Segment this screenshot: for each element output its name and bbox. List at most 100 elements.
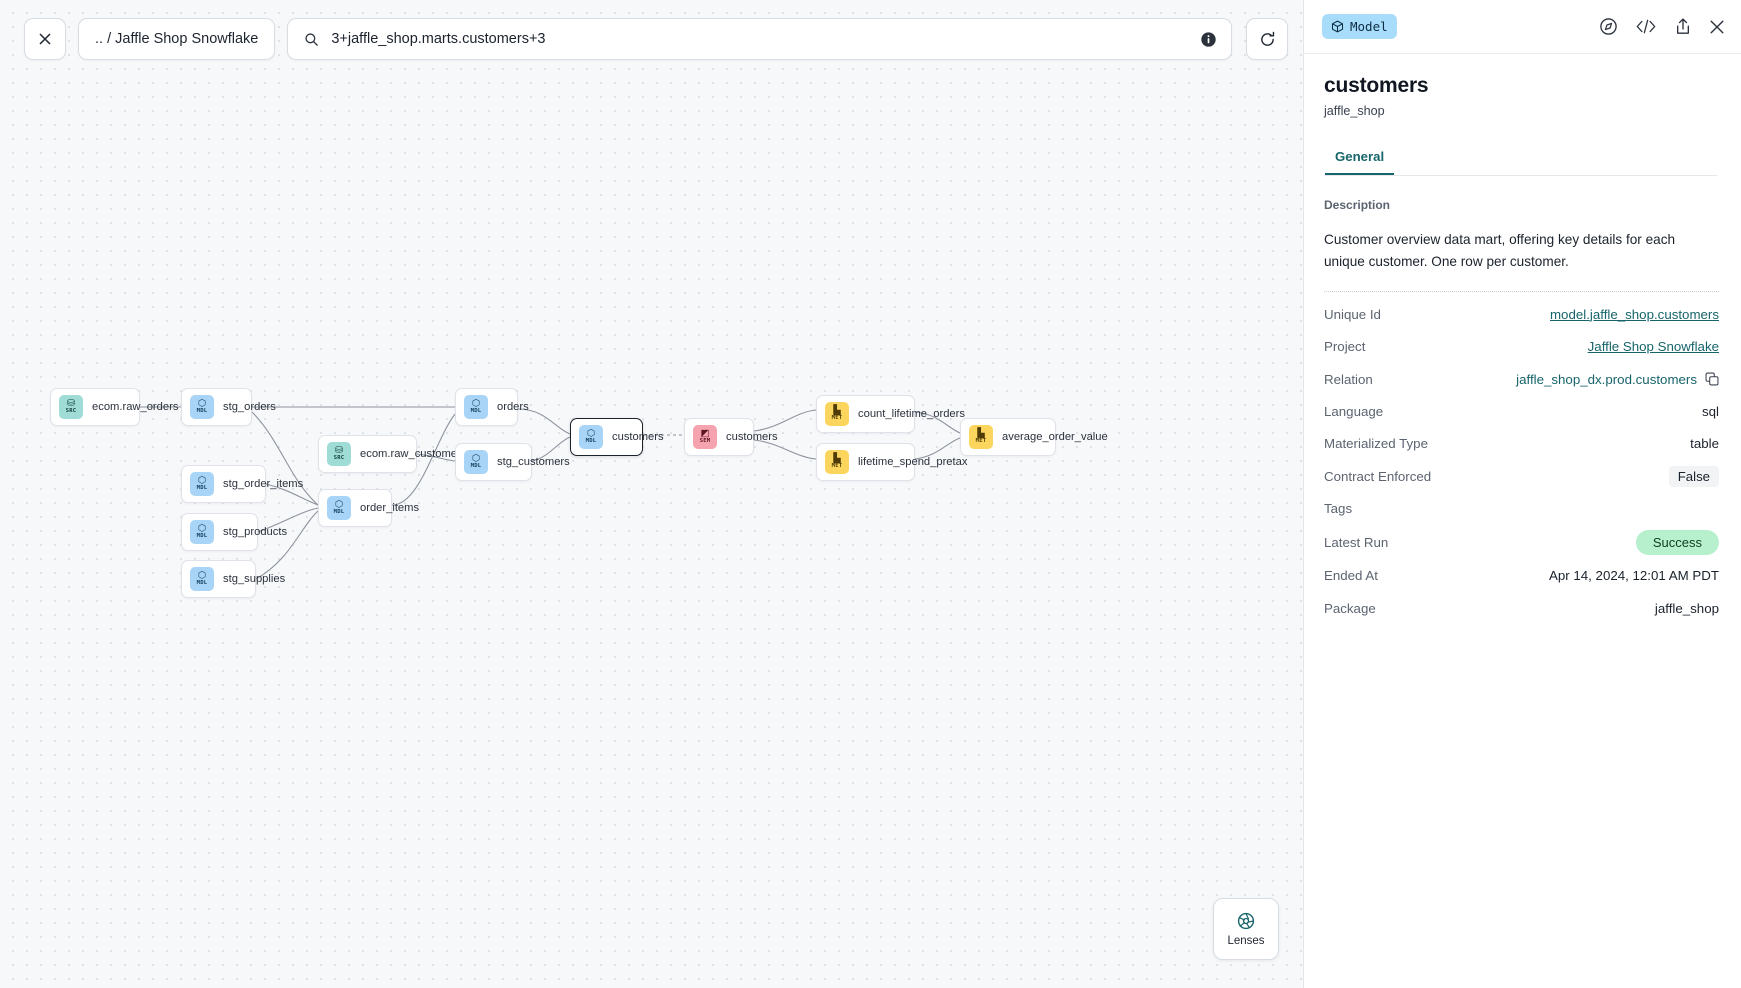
node-type-badge-met: ▙MET: [825, 450, 849, 474]
property-value-wrap: table: [1690, 436, 1719, 451]
page-subtitle: jaffle_shop: [1324, 104, 1385, 118]
property-key: Ended At: [1324, 568, 1378, 584]
close-icon[interactable]: [1709, 19, 1725, 35]
node-label: stg_order_items: [223, 478, 304, 490]
node-type-badge-mdl: ⬡MDL: [190, 472, 214, 496]
property-key: Relation: [1324, 371, 1373, 387]
node-label: count_lifetime_orders: [858, 408, 965, 420]
property-key: Unique Id: [1324, 306, 1381, 322]
node-type-tag: MET: [831, 463, 843, 470]
section-divider: [1324, 291, 1719, 293]
lineage-canvas[interactable]: .. / Jaffle Shop Snowflake: [0, 0, 1303, 988]
node-type-tag: MDL: [470, 463, 482, 470]
breadcrumb-label: .. / Jaffle Shop Snowflake: [95, 31, 259, 47]
lineage-node-stg_order_items[interactable]: ⬡MDL stg_order_items: [181, 465, 303, 503]
breadcrumb[interactable]: .. / Jaffle Shop Snowflake: [78, 18, 276, 60]
node-label: orders: [497, 401, 529, 413]
node-type-badge-src: ⛁SRC: [59, 395, 83, 419]
lenses-button[interactable]: Lenses: [1213, 898, 1279, 960]
property-value[interactable]: Jaffle Shop Snowflake: [1587, 339, 1719, 355]
property-row: Tags: [1324, 492, 1719, 524]
node-label: ecom.raw_orders: [92, 401, 179, 413]
lens-icon: [1237, 912, 1255, 930]
explore-icon[interactable]: [1599, 17, 1618, 36]
node-label: stg_orders: [223, 401, 276, 413]
node-label: stg_supplies: [223, 573, 286, 585]
lineage-node-ecom_raw_customers[interactable]: ⛁SRC ecom.raw_customers: [318, 435, 466, 473]
node-type-tag: MDL: [196, 580, 208, 587]
property-value-wrap: sql: [1702, 404, 1719, 419]
node-label: average_order_value: [1002, 431, 1108, 443]
node-type-badge-met: ▙MET: [825, 402, 849, 426]
property-value: False: [1668, 465, 1719, 487]
lineage-node-order_items[interactable]: ⬡MDL order_items: [318, 489, 419, 527]
share-icon[interactable]: [1674, 17, 1692, 36]
node-type-tag: MDL: [196, 408, 208, 415]
description-label: Description: [1324, 198, 1391, 212]
close-lineage-button[interactable]: [24, 18, 66, 60]
tab-general[interactable]: General: [1325, 149, 1395, 175]
property-value-wrap: Apr 14, 2024, 12:01 AM PDT: [1549, 568, 1719, 583]
node-label: ecom.raw_customers: [360, 448, 467, 460]
panel-header: Model: [1304, 0, 1741, 54]
property-key: Language: [1324, 403, 1384, 419]
node-type-tag: SRC: [65, 408, 77, 415]
property-value: table: [1690, 436, 1719, 452]
details-panel: Model: [1303, 0, 1741, 988]
lineage-node-ecom_raw_orders[interactable]: ⛁SRC ecom.raw_orders: [50, 388, 178, 426]
node-type-tag: MDL: [585, 438, 597, 445]
property-row: Relation jaffle_shop_dx.prod.customers: [1324, 363, 1719, 395]
node-label: customers: [726, 431, 778, 443]
property-value[interactable]: model.jaffle_shop.customers: [1549, 306, 1719, 322]
property-key: Package: [1324, 600, 1376, 616]
search-input[interactable]: [331, 31, 1189, 47]
copy-icon[interactable]: [1705, 372, 1719, 386]
property-row: Unique Id model.jaffle_shop.customers: [1324, 298, 1719, 330]
general-section: Description Customer overview data mart,…: [1304, 176, 1741, 625]
property-row: Package jaffle_shop: [1324, 592, 1719, 624]
property-row: Ended At Apr 14, 2024, 12:01 AM PDT: [1324, 560, 1719, 592]
page-title: customers: [1324, 74, 1429, 97]
refresh-button[interactable]: [1246, 18, 1289, 60]
property-value[interactable]: jaffle_shop_dx.prod.customers: [1516, 371, 1697, 387]
property-value-wrap: Jaffle Shop Snowflake: [1588, 339, 1719, 354]
property-key: Latest Run: [1324, 534, 1389, 550]
property-key: Tags: [1324, 501, 1353, 517]
info-icon[interactable]: [1200, 31, 1217, 48]
search-bar[interactable]: [287, 18, 1233, 60]
lineage-node-count_lifetime_orders[interactable]: ▙MET count_lifetime_orders: [816, 395, 965, 433]
property-row: Language sql: [1324, 395, 1719, 427]
node-type-badge-met: ▙MET: [969, 425, 993, 449]
node-type-tag: MDL: [196, 533, 208, 540]
node-label: customers: [612, 431, 664, 443]
property-value-wrap: model.jaffle_shop.customers: [1550, 307, 1719, 322]
node-type-tag: MDL: [196, 485, 208, 492]
property-value-wrap: jaffle_shop: [1655, 601, 1719, 616]
node-label: stg_products: [223, 526, 288, 538]
code-icon[interactable]: [1635, 18, 1657, 35]
node-type-badge-src: ⛁SRC: [327, 442, 351, 466]
lineage-node-average_order_value[interactable]: ▙MET average_order_value: [960, 418, 1108, 456]
node-type-badge-mdl: ⬡MDL: [327, 496, 351, 520]
panel-heading-block: customers jaffle_shop General: [1304, 54, 1741, 176]
resource-type-label: Model: [1350, 19, 1388, 34]
node-label: order_items: [360, 502, 420, 514]
node-type-badge-mdl: ⬡MDL: [464, 395, 488, 419]
lineage-node-orders[interactable]: ⬡MDL orders: [455, 388, 529, 426]
node-type-tag: MET: [831, 415, 843, 422]
lineage-node-customers_semantic[interactable]: ◩SEM customers: [684, 418, 778, 456]
node-type-tag: MDL: [470, 408, 482, 415]
node-type-badge-sem: ◩SEM: [693, 425, 717, 449]
